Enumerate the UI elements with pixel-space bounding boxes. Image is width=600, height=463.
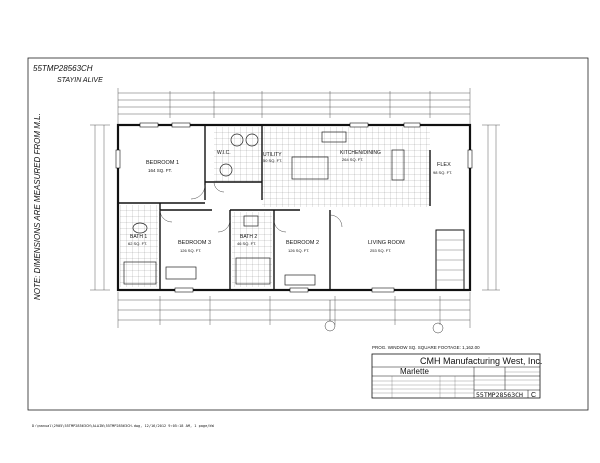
sheet-letter: C — [531, 392, 536, 399]
bath1-name: BATH 1 — [130, 234, 147, 240]
bedroom2-area: 126 SQ. FT. — [288, 248, 309, 253]
drawing-number: 55TMP28563CH — [476, 391, 523, 399]
sheet-border — [27, 57, 589, 411]
kitchen-island — [291, 156, 329, 180]
shower — [235, 257, 271, 285]
bath2-sink — [243, 215, 259, 227]
file-path: D:\manual\2905\55TMP28563CH\ALAIN\55TMP2… — [32, 424, 215, 428]
wic-name: W.I.C. — [217, 150, 231, 156]
bath1-area: 62 SQ. FT. — [128, 241, 147, 246]
bedroom2-name: BEDROOM 2 — [286, 240, 319, 246]
living-name: LIVING ROOM — [368, 240, 405, 246]
side-dimension-lines — [90, 124, 500, 291]
bath2-name: BATH 2 — [240, 234, 257, 240]
bathtub — [123, 261, 157, 285]
washer — [230, 133, 244, 147]
bedroom3-area: 126 SQ. FT. — [180, 248, 201, 253]
company-location: Marlette — [400, 367, 429, 376]
bath2-tile — [232, 212, 272, 287]
utility-tile — [214, 127, 262, 182]
kitchen-area: 264 SQ. FT. — [342, 157, 363, 162]
kitchen-sink — [321, 131, 347, 143]
bed3-closet — [165, 266, 197, 280]
kitchen-name: KITCHEN/DINING — [340, 150, 381, 156]
water-heater — [219, 163, 233, 177]
top-dimension-lines — [117, 88, 471, 128]
model-name: STAYIN ALIVE — [57, 77, 103, 84]
dryer — [245, 133, 259, 147]
model-number: 55TMP28563CH — [33, 64, 93, 73]
bedroom3-name: BEDROOM 3 — [178, 240, 211, 246]
bed2-closet — [284, 274, 316, 286]
utility-name: UTILITY — [263, 152, 282, 158]
bath1-tile — [120, 205, 158, 287]
toilet — [132, 222, 148, 234]
flex-name: FLEX — [437, 162, 451, 168]
fixtures — [123, 131, 405, 286]
bath2-area: 46 SQ. FT. — [237, 241, 256, 246]
windows — [115, 122, 473, 293]
square-footage-note: PROG. WINDOW SQ. SQUARE FOOTAGE: 1,162.0… — [372, 345, 480, 350]
bedroom1-area: 164 SQ. FT. — [148, 168, 172, 173]
company-name: CMH Manufacturing West, Inc. — [420, 356, 542, 366]
living-area: 253 SQ. FT. — [370, 248, 391, 253]
bottom-dimension-lines — [117, 292, 471, 328]
flex-area: 98 SQ. FT. — [433, 170, 452, 175]
room-labels: BEDROOM 1 164 SQ. FT. W.I.C. UTILITY 50 … — [128, 150, 452, 253]
refrigerator — [391, 149, 405, 181]
section-markers — [324, 300, 444, 334]
porch-steps — [436, 239, 464, 281]
door-swings — [159, 181, 343, 233]
utility-area: 50 SQ. FT. — [263, 158, 282, 163]
dimension-note: NOTE: DIMENSIONS ARE MEASURED FROM M.L. — [33, 113, 42, 300]
title-block: CMH Manufacturing West, Inc. Marlette 55… — [371, 353, 542, 399]
bedroom1-name: BEDROOM 1 — [146, 160, 179, 166]
